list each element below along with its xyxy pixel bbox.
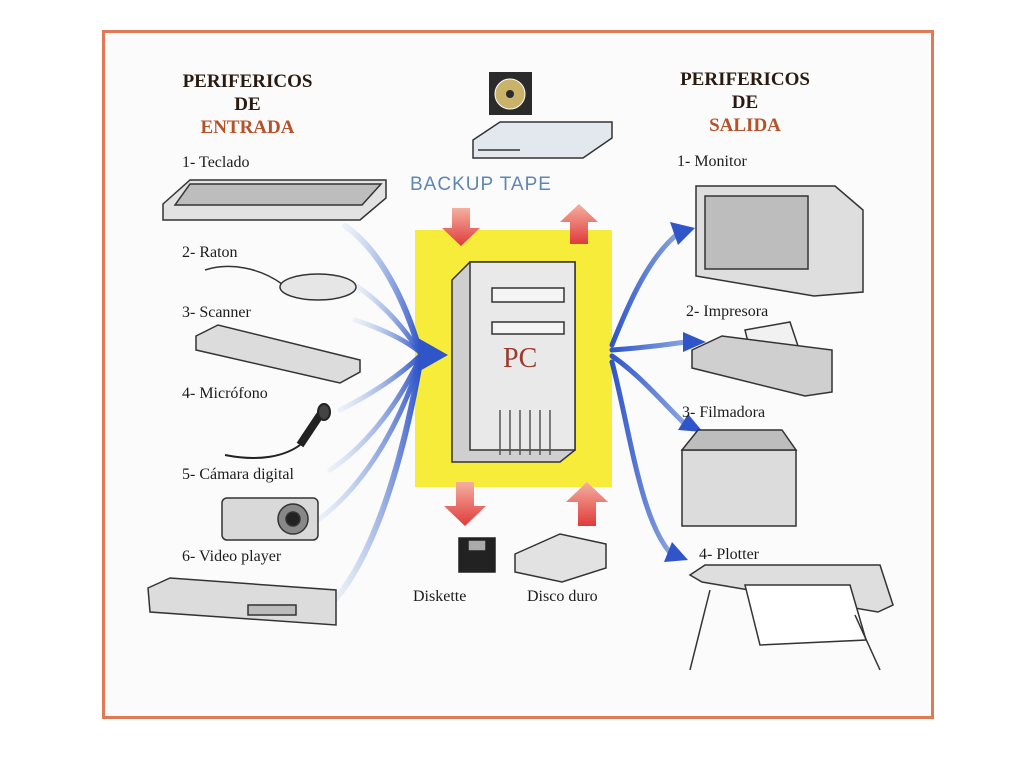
output-label-monitor: 1- Monitor (677, 153, 747, 170)
input-header: PERIFERICOS DE ENTRADA (160, 70, 335, 139)
input-label-keyboard: 1- Teclado (182, 154, 250, 171)
arrow-up-disk (566, 482, 608, 526)
output-label-plotter: 4- Plotter (699, 546, 759, 563)
output-header-line3: SALIDA (709, 115, 781, 136)
output-arrowheads (664, 222, 706, 562)
output-label-printer: 2- Impresora (686, 303, 769, 320)
input-label-scanner: 3- Scanner (182, 304, 251, 321)
output-header-line1: PERIFERICOS (680, 69, 810, 90)
input-label-microphone: 4- Micrófono (182, 385, 268, 402)
mouse-icon (204, 265, 357, 301)
input-header-line2: DE (234, 94, 261, 115)
backup-arrows (442, 204, 608, 526)
scanner-icon (195, 324, 361, 384)
pc-label: PC (503, 343, 538, 374)
arrow-up-backup (560, 204, 598, 244)
backup-tape-label: BACKUP TAPE (410, 174, 552, 195)
printer-icon (691, 321, 833, 397)
film-recorder-icon (680, 429, 798, 527)
output-flow-arrows (609, 229, 689, 558)
plotter-icon (688, 564, 894, 671)
output-label-film-recorder: 3- Filmadora (682, 404, 766, 421)
monitor-icon (695, 185, 864, 297)
arrow-down-diskette (444, 482, 486, 526)
input-label-camera: 5- Cámara digital (182, 466, 294, 483)
cd-icon (489, 72, 532, 115)
hard-disk-icon (514, 533, 607, 583)
diskette-label: Diskette (413, 588, 467, 605)
input-header-line1: PERIFERICOS (182, 71, 313, 92)
output-header: PERIFERICOS DE SALIDA (655, 68, 835, 137)
hard-disk-label: Disco duro (527, 588, 598, 605)
input-flow-arrows (315, 223, 423, 603)
pc-tower-icon (451, 261, 576, 463)
keyboard-icon (162, 179, 387, 221)
video-player-icon (147, 577, 337, 626)
input-label-video-player: 6- Video player (182, 548, 282, 565)
microphone-icon (224, 403, 331, 459)
camera-icon (221, 497, 319, 541)
arrow-down-backup (442, 208, 480, 246)
input-header-line3: ENTRADA (200, 117, 295, 138)
input-arrowhead (418, 338, 448, 372)
tape-drive-icon (472, 121, 613, 159)
output-header-line2: DE (731, 92, 759, 113)
floppy-disk-icon (458, 537, 496, 573)
input-label-mouse: 2- Raton (182, 244, 238, 261)
